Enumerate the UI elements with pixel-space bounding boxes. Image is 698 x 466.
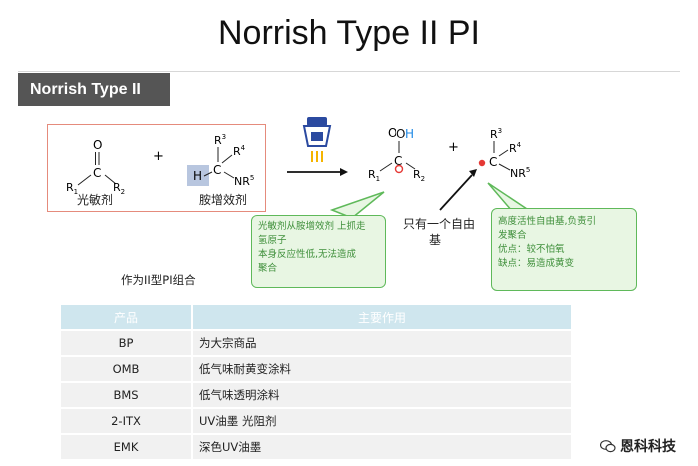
photosensitizer-structure: O C R1 R2 — [66, 138, 125, 196]
syn-nr5: NR5 — [234, 174, 254, 188]
right-callout-line: 缺点：易造成黄变 — [498, 258, 575, 269]
left-callout: 光敏剂从胺增效剂 上抓走 氢原子 本身反应性低,无法造成 聚合 — [251, 215, 386, 288]
product-use: UV油墨 光阻剂 — [191, 407, 571, 434]
product-name: EMK — [61, 433, 192, 459]
wechat-icon — [600, 440, 616, 453]
section-tab: Norrish Type II — [18, 73, 170, 106]
product-name: 2-ITX — [61, 407, 192, 434]
rad-carbon: C — [489, 155, 497, 169]
table-header-row: 产品 主要作用 — [61, 305, 571, 330]
syn-r4: R4 — [233, 144, 246, 158]
left-callout-line: 本身反应性低,无法造成 — [258, 249, 357, 260]
ps-oxygen: O — [93, 138, 102, 152]
syn-hydrogen: H — [193, 169, 202, 183]
ketyl-o: O — [396, 127, 405, 141]
table-row: BMS 低气味透明涂料 — [61, 381, 571, 408]
ps-carbon: C — [93, 166, 101, 180]
plus-sign-right: + — [448, 140, 459, 155]
product-use: 深色UV油墨 — [191, 433, 571, 459]
title-divider — [18, 71, 680, 72]
right-callout-tail — [487, 182, 533, 212]
ketyl-r1: R1 — [368, 168, 380, 183]
table-row: EMK 深色UV油墨 — [61, 433, 571, 459]
syn-r3: R3 — [214, 133, 226, 147]
left-callout-line: 光敏剂从胺增效剂 上抓走 — [258, 221, 366, 232]
watermark: 恩科科技 — [600, 436, 676, 456]
left-callout-tail — [329, 191, 385, 219]
rad-nr5: NR5 — [510, 166, 530, 180]
table-row: OMB 低气味耐黄变涂料 — [61, 355, 571, 382]
right-callout-line: 发聚合 — [498, 230, 527, 241]
right-callout-line: 优点：较不怕氧 — [498, 244, 565, 255]
product-use: 低气味透明涂料 — [191, 381, 571, 408]
syn-carbon: C — [213, 163, 221, 177]
product-name: BP — [61, 329, 192, 356]
synergist-caption: 胺增效剂 — [199, 193, 248, 207]
rad-r4: R4 — [509, 141, 522, 155]
uv-lamp-icon — [302, 117, 332, 162]
watermark-text: 恩科科技 — [620, 439, 676, 455]
page-title: Norrish Type II PI — [217, 14, 481, 52]
product-use: 为大宗商品 — [191, 329, 571, 356]
table-row: 2-ITX UV油墨 光阻剂 — [61, 407, 571, 434]
amine-radical-dot — [478, 159, 486, 167]
ketyl-r2: R2 — [413, 168, 425, 183]
ps-r2: R2 — [113, 181, 125, 196]
combo-caption: 作为II型PI组合 — [121, 273, 196, 287]
table-row: BP 为大宗商品 — [61, 329, 571, 356]
left-callout-line: 聚合 — [258, 263, 278, 274]
photosensitizer-caption: 光敏剂 — [77, 193, 114, 207]
reactants-box — [47, 124, 266, 212]
reaction-arrow — [287, 168, 348, 176]
ketyl-carbon: C — [394, 154, 402, 168]
abstracted-hydrogen-highlight — [187, 165, 209, 186]
product-use: 低气味耐黄变涂料 — [191, 355, 571, 382]
right-callout-line: 高度活性自由基,负责引 — [498, 216, 597, 227]
product-name: BMS — [61, 381, 192, 408]
right-callout: 高度活性自由基,负责引 发聚合 优点：较不怕氧 缺点：易造成黄变 — [491, 208, 637, 291]
product-name: OMB — [61, 355, 192, 382]
radical-pointer-arrow — [439, 169, 477, 211]
left-callout-line: 氢原子 — [258, 235, 287, 246]
one-radical-label: 只有一个自由 基 — [403, 217, 476, 247]
plus-sign-left: + — [153, 149, 164, 164]
header-product: 产品 — [61, 305, 192, 330]
header-main-use: 主要作用 — [191, 305, 571, 330]
ketyl-radical-structure: OH O H C R1 R2 — [368, 126, 425, 183]
ketyl-radical-dot — [394, 164, 404, 174]
product-table: 产品 主要作用 BP 为大宗商品 OMB 低气味耐黄变涂料 BMS 低气味透明涂… — [61, 305, 571, 459]
ps-r1: R1 — [66, 181, 78, 196]
rad-r3: R3 — [490, 127, 502, 141]
synergist-structure: R3 R4 C H NR5 — [187, 133, 254, 188]
amine-radical-structure: R3 R4 C NR5 — [478, 127, 530, 180]
ketyl-h: H — [405, 127, 414, 141]
